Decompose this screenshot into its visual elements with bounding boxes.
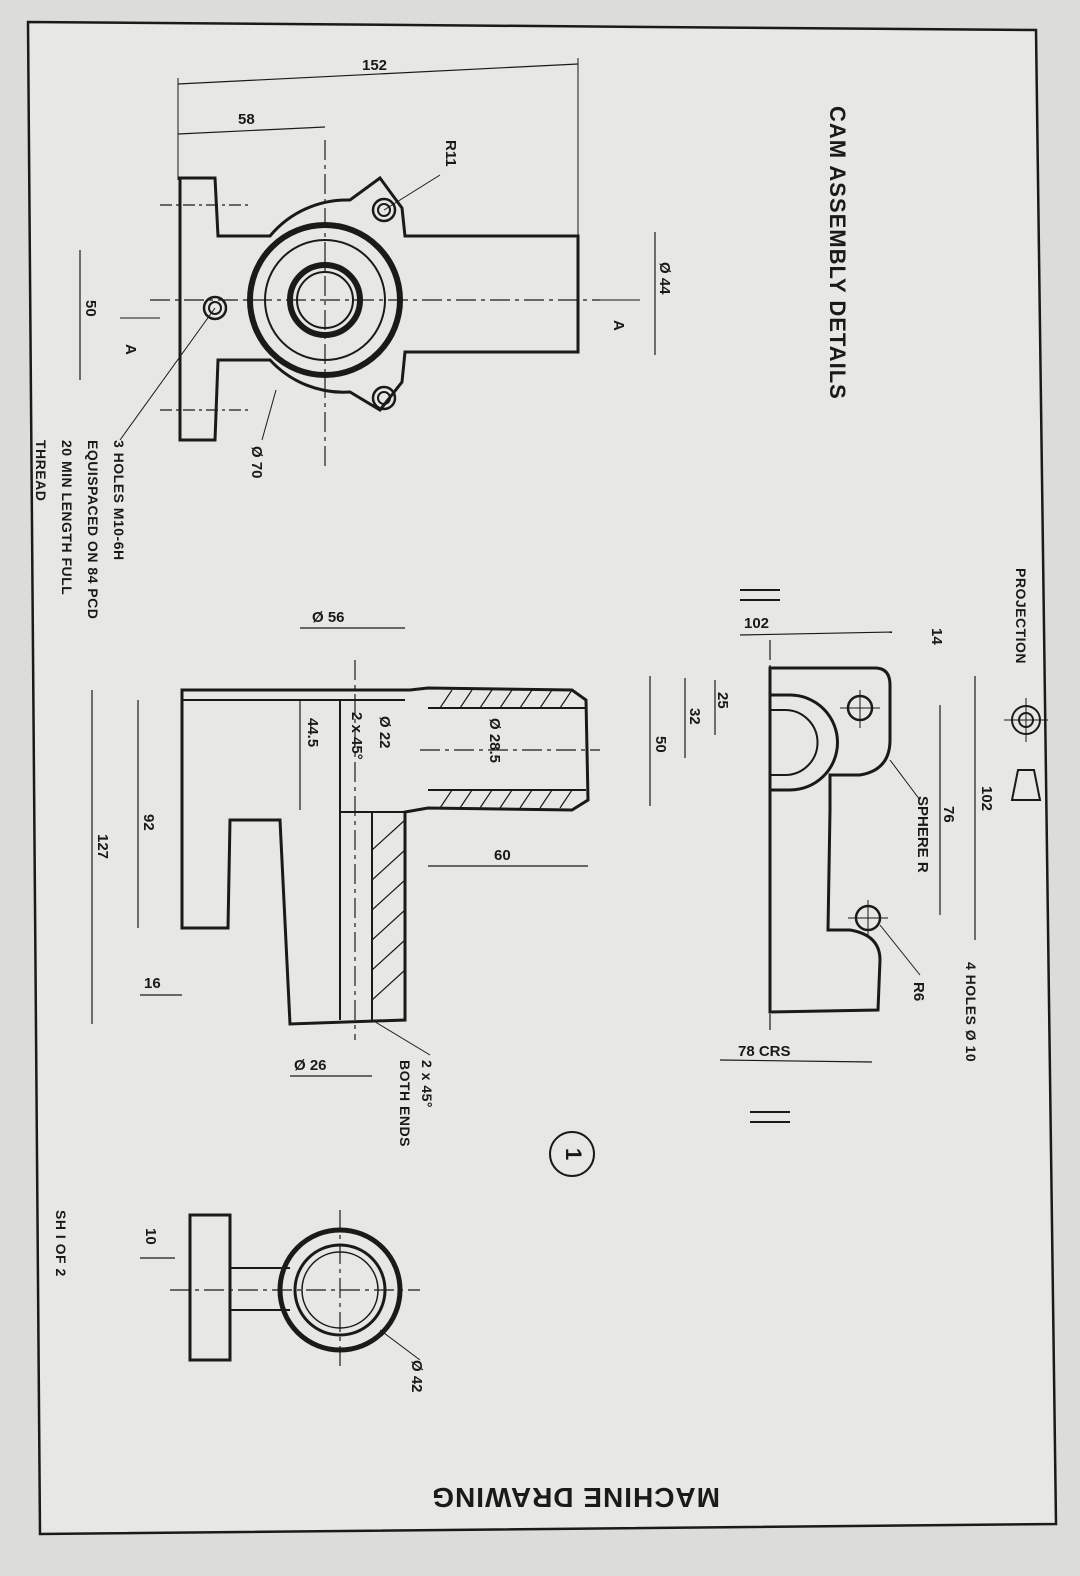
dim-127: 127	[94, 834, 111, 859]
dim-r11: R11	[442, 140, 459, 167]
dim-sphere-r: SPHERE R	[914, 796, 931, 873]
dim-152: 152	[362, 57, 387, 74]
dim-92: 92	[140, 814, 157, 831]
dim-dia44: Ø 44	[656, 262, 673, 295]
dim-dia42: Ø 42	[408, 1360, 425, 1393]
bracket-view	[649, 589, 976, 1123]
labels: CAM ASSEMBLY DETAILS MACHINE DRAWING PRO…	[33, 57, 1029, 1513]
dim-102-right: 102	[978, 786, 995, 811]
dim-dia26: Ø 26	[294, 1057, 327, 1074]
dim-50-right: 50	[652, 736, 669, 753]
dim-50-top: 50	[82, 300, 99, 317]
sheet-label: SH I OF 2	[53, 1210, 69, 1277]
dim-44-5: 44.5	[304, 718, 321, 747]
section-a-left: A	[122, 344, 139, 355]
dim-dia70: Ø 70	[248, 446, 265, 479]
dim-102-left: 102	[744, 615, 769, 632]
dim-25: 25	[714, 692, 731, 709]
collar-view	[140, 1210, 421, 1370]
part-number: 1	[561, 1148, 586, 1161]
dim-14: 14	[928, 628, 945, 645]
dim-r6: R6	[910, 982, 927, 1001]
holes-note-2: EQUISPACED ON 84 PCD	[85, 440, 101, 619]
dim-chamfer-a: 2 x 45°	[348, 712, 365, 760]
footer-title: MACHINE DRAWING	[431, 1482, 720, 1513]
cam-plate-view	[79, 58, 656, 470]
dim-10: 10	[142, 1228, 159, 1245]
page-border	[26, 20, 1058, 1536]
dim-60: 60	[494, 847, 511, 864]
dim-both-ends: BOTH ENDS	[397, 1060, 413, 1147]
holes-note-1: 3 HOLES M10-6H	[111, 440, 127, 561]
drawing-title: CAM ASSEMBLY DETAILS	[825, 106, 850, 400]
dim-16: 16	[144, 975, 161, 992]
dim-dia28-5: Ø 28.5	[486, 718, 503, 763]
dim-58: 58	[238, 111, 255, 128]
dim-76: 76	[940, 806, 957, 823]
dim-dia22: Ø 22	[376, 716, 393, 749]
holes-note-3: 20 MIN LENGTH FULL	[59, 440, 75, 595]
dim-chamfer-b: 2 x 45°	[419, 1060, 435, 1108]
dim-4-holes: 4 HOLES Ø 10	[963, 962, 979, 1062]
projection-symbol	[1004, 698, 1048, 801]
projection-label: PROJECTION	[1013, 568, 1029, 664]
section-view	[91, 627, 600, 1077]
section-a-right: A	[610, 320, 627, 331]
holes-note-4: THREAD	[33, 440, 49, 501]
dim-dia56: Ø 56	[312, 609, 345, 626]
part-balloon	[549, 1131, 595, 1177]
dim-78-crs: 78 CRS	[738, 1043, 791, 1060]
dim-32: 32	[686, 708, 703, 725]
